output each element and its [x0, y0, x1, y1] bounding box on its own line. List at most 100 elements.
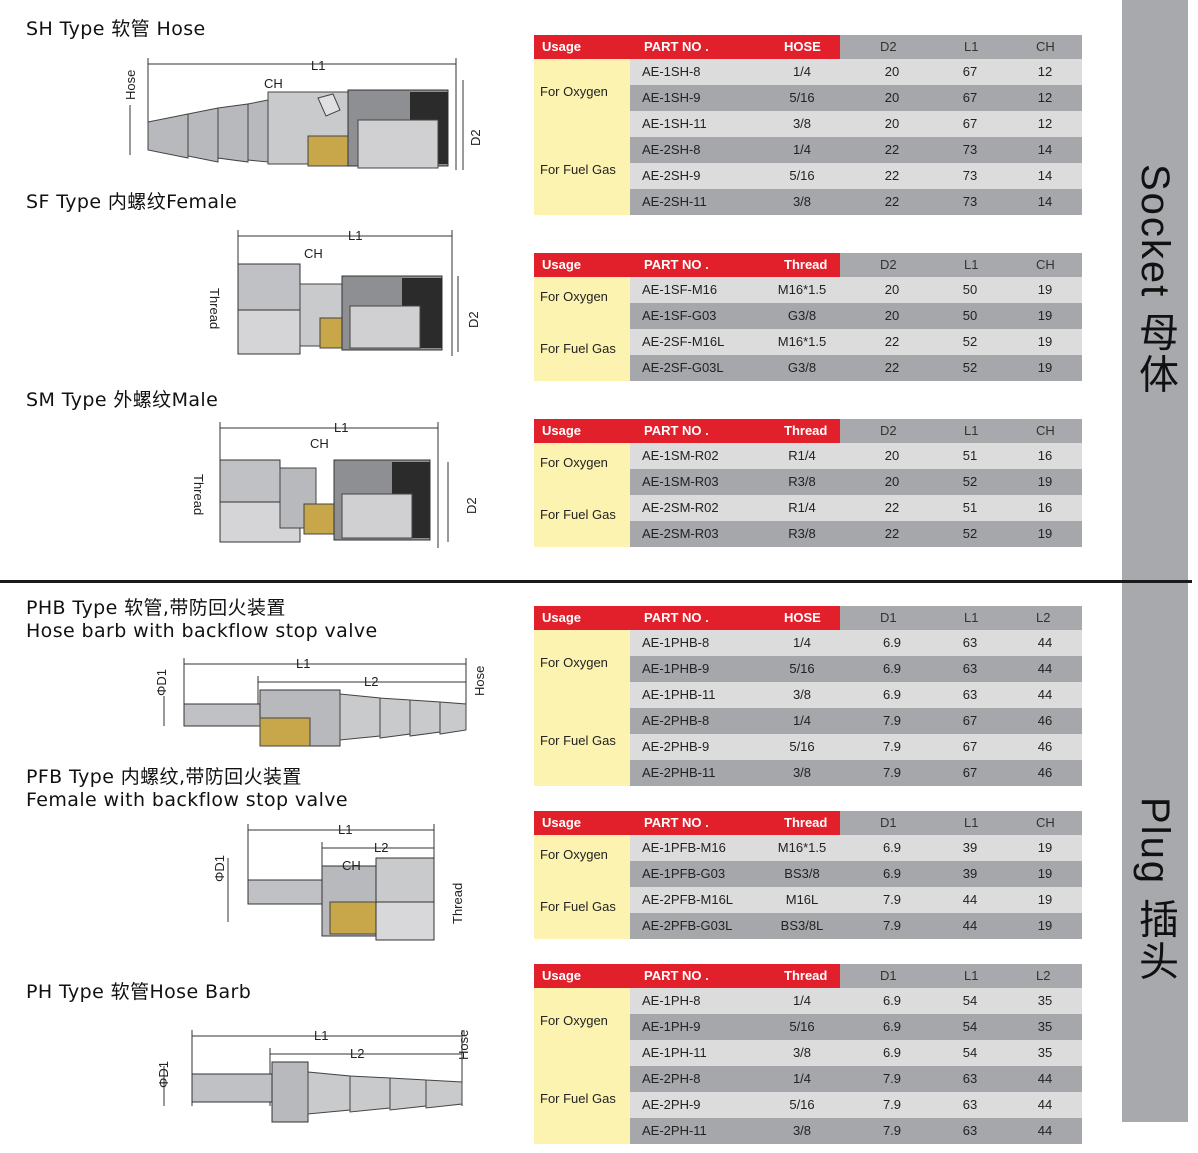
part-number-cell: AE-1SF-G03 — [642, 308, 717, 323]
spec-cell: 3/8 — [792, 116, 812, 131]
sm-dim-ch: CH — [310, 436, 329, 451]
spec-cell: 5/16 — [789, 739, 815, 754]
column-header: Usage — [542, 423, 582, 438]
pfb-dim-l1: L1 — [338, 822, 352, 837]
spec-cell: 63 — [962, 1071, 978, 1086]
spec-cell: 12 — [1037, 90, 1053, 105]
spec-cell: 14 — [1037, 142, 1053, 157]
spec-cell: 5/16 — [789, 90, 815, 105]
spec-cell: 52 — [962, 474, 978, 489]
spec-cell: M16L — [785, 892, 819, 907]
column-header: CH — [1036, 257, 1055, 272]
spec-cell: 35 — [1037, 1019, 1053, 1034]
part-number-cell: AE-1SH-8 — [642, 64, 701, 79]
spec-cell: 22 — [884, 360, 900, 375]
column-header: D2 — [880, 423, 897, 438]
spec-cell: R1/4 — [788, 500, 816, 515]
spec-cell: 54 — [962, 1019, 978, 1034]
column-header: PART NO . — [644, 610, 709, 625]
column-header: Usage — [542, 610, 582, 625]
column-header: CH — [1036, 39, 1055, 54]
column-header: D2 — [880, 257, 897, 272]
spec-cell: 5/16 — [789, 661, 815, 676]
part-number-cell: AE-2SH-9 — [642, 168, 701, 183]
sh-dim-hose: Hose — [123, 70, 138, 100]
column-header: PART NO . — [644, 423, 709, 438]
column-header: PART NO . — [644, 968, 709, 983]
spec-cell: 1/4 — [792, 713, 812, 728]
ph-dim-hose: Hose — [456, 1030, 471, 1060]
spec-cell: 20 — [884, 282, 900, 297]
spec-cell: 6.9 — [882, 840, 902, 855]
part-number-cell: AE-1SM-R03 — [642, 474, 719, 489]
spec-cell: 46 — [1037, 765, 1053, 780]
spec-cell: 22 — [884, 500, 900, 515]
spec-cell: 22 — [884, 526, 900, 541]
phb-heading-line1: PHB Type 软管,带防回火装置 — [26, 597, 286, 619]
spec-cell: 54 — [962, 993, 978, 1008]
column-header: L1 — [964, 610, 979, 625]
spec-cell: 52 — [962, 360, 978, 375]
sf-dim-thread: Thread — [207, 288, 222, 329]
spec-cell: 16 — [1037, 500, 1053, 515]
column-header: D2 — [880, 39, 897, 54]
column-header: L1 — [964, 39, 979, 54]
spec-cell: 22 — [884, 168, 900, 183]
usage-label: For Oxygen — [540, 455, 608, 470]
spec-cell: R1/4 — [788, 448, 816, 463]
spec-cell: 7.9 — [882, 765, 902, 780]
spec-cell: 35 — [1037, 1045, 1053, 1060]
spec-cell: 1/4 — [792, 64, 812, 79]
column-header: PART NO . — [644, 39, 709, 54]
pfb-heading-line1: PFB Type 内螺纹,带防回火装置 — [26, 766, 302, 788]
spec-cell: M16*1.5 — [777, 334, 827, 349]
sf-dim-d2: D2 — [466, 311, 481, 328]
pfb-dim-thread: Thread — [450, 883, 465, 924]
spec-cell: 7.9 — [882, 1123, 902, 1138]
column-header: Thread — [784, 815, 828, 830]
part-number-cell: AE-1SH-9 — [642, 90, 701, 105]
spec-cell: 19 — [1037, 840, 1053, 855]
part-number-cell: AE-2SM-R02 — [642, 500, 719, 515]
part-number-cell: AE-2SF-G03L — [642, 360, 724, 375]
spec-cell: 20 — [884, 474, 900, 489]
pfb-dim-od1: ΦD1 — [212, 855, 227, 882]
sh-dim-l1: L1 — [311, 58, 325, 73]
column-header: CH — [1036, 423, 1055, 438]
spec-cell: 67 — [962, 116, 978, 131]
usage-label: For Fuel Gas — [540, 899, 616, 914]
pfb-dim-ch: CH — [342, 858, 361, 873]
spec-cell: 12 — [1037, 116, 1053, 131]
spec-cell: 73 — [962, 194, 978, 209]
spec-cell: 63 — [962, 687, 978, 702]
plug-label-text: Plug 插头 — [1133, 797, 1177, 983]
phb-drawing: L1 L2 ΦD1 Hose — [154, 656, 487, 747]
spec-cell: BS3/8L — [780, 918, 824, 933]
spec-cell: 19 — [1037, 526, 1053, 541]
spec-cell: 73 — [962, 142, 978, 157]
